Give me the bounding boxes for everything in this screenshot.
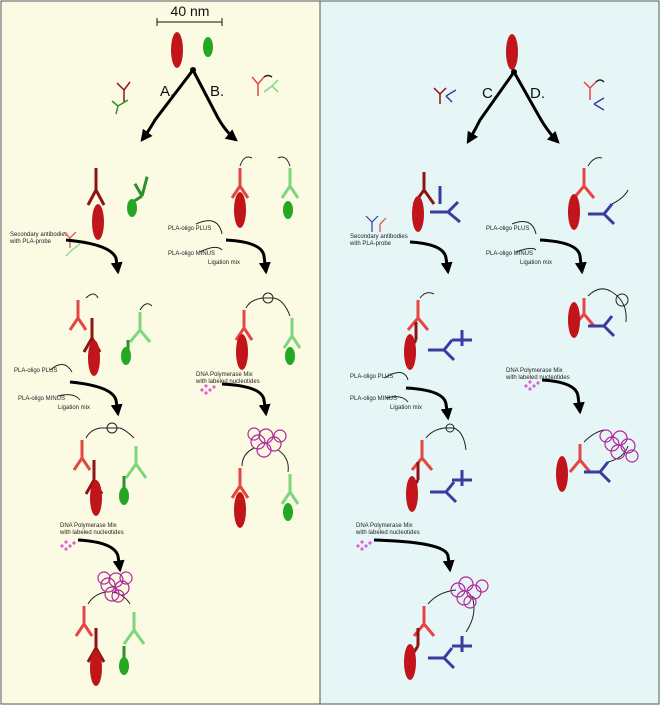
target-protein-red [171,32,183,68]
step-a2-antibodies [68,293,153,376]
oligo-minus-strand-b [199,246,223,253]
scale-bar: 40 nm [156,3,223,26]
oligo-minus-label-c: PLA-oligo MINUS [350,396,397,402]
oligo-plus-strand-b [195,220,223,235]
step-d2-antibodies [568,288,629,338]
left-target-proteins [171,32,213,68]
oligo-plus-strand-c [383,372,409,381]
polymerase-label-b: DNA Polymerase Mix with labeled nucleoti… [195,372,260,385]
polymerase-label-d: DNA Polymerase Mix with labeled nucleoti… [505,368,570,381]
arrow-a3 [77,538,125,573]
oligo-plus-label-c: PLA-oligo PLUS [350,374,393,380]
oligo-minus-strand-d [515,247,537,253]
secondary-antibodies-label-a: Secondary antibodies with PLA-probe [9,232,69,245]
step-d3-antibodies [556,429,629,492]
primary-antibodies-b-icon [251,74,279,96]
primary-antibodies-c-icon [433,87,457,104]
labeled-nucleotides-icon-c [356,540,372,551]
labeled-nucleotides-icon-a [60,540,76,551]
labeled-nucleotides-icon-d [524,380,540,391]
polymerase-label-c: DNA Polymerase Mix with labeled nucleoti… [355,523,420,536]
ligation-mix-label-c: Ligation mix [390,405,422,411]
primary-antibodies-a-icon [111,81,131,115]
target-protein-red-right [506,34,518,70]
arrow-c1 [409,240,453,275]
secondary-probe-icon-c [365,215,387,232]
arrow-b2 [221,382,271,417]
step-d1-antibodies [568,157,629,230]
scale-bar-label: 40 nm [171,3,210,19]
step-a3-antibodies [72,422,148,516]
oligo-minus-strand-a [57,394,81,401]
rca-product-b-icon [247,427,287,458]
oligo-plus-label-a: PLA-oligo PLUS [14,368,57,374]
target-protein-green [203,37,213,57]
left-split-arrows [140,67,238,142]
rca-product-a-icon [97,571,133,603]
oligo-plus-label-d: PLA-oligo PLUS [486,226,529,232]
arrow-c3 [373,538,455,573]
oligo-minus-label-d: PLA-oligo MINUS [486,251,533,257]
right-split-arrows [466,69,560,145]
step-c1-antibodies [412,172,461,232]
arrow-c2 [405,386,453,421]
step-a4-antibodies [74,591,146,686]
step-c4-antibodies [404,589,475,680]
oligo-plus-strand-a [49,364,73,373]
branch-label-b: B. [210,83,224,100]
ligation-mix-label-d: Ligation mix [520,260,552,266]
secondary-antibodies-label-c: Secondary antibodies with PLA-probe [349,234,409,247]
arrow-b1 [225,238,271,275]
oligo-plus-strand-d [511,221,537,235]
ligation-mix-label-a: Ligation mix [58,405,90,411]
ligation-mix-label-b: Ligation mix [208,260,240,266]
right-panel [319,0,660,705]
branch-label-c: C. [482,85,497,102]
branch-label-a: A. [160,83,174,100]
oligo-minus-label-b: PLA-oligo MINUS [168,251,215,257]
step-c3-antibodies [406,423,472,512]
step-b1-antibodies [230,156,300,228]
branch-label-d: D. [530,85,545,102]
arrow-a1 [65,238,123,275]
primary-antibodies-d-icon [583,79,605,111]
polymerase-label-a: DNA Polymerase Mix with labeled nucleoti… [59,523,124,536]
arrow-d1 [539,238,587,275]
left-panel [0,0,321,705]
arrow-a2 [69,380,123,417]
labeled-nucleotides-icon-b [200,384,216,395]
oligo-minus-label-a: PLA-oligo MINUS [18,396,65,402]
step-b3-antibodies [230,447,300,528]
step-c2-antibodies [404,292,472,370]
arrow-d2 [541,378,585,415]
step-a1-antibodies [86,168,149,240]
step-b2-antibodies [234,292,302,370]
oligo-minus-strand-c [385,396,409,403]
rca-product-d-icon [599,429,639,463]
rca-product-c-icon [450,576,489,609]
oligo-plus-label-b: PLA-oligo PLUS [168,226,211,232]
